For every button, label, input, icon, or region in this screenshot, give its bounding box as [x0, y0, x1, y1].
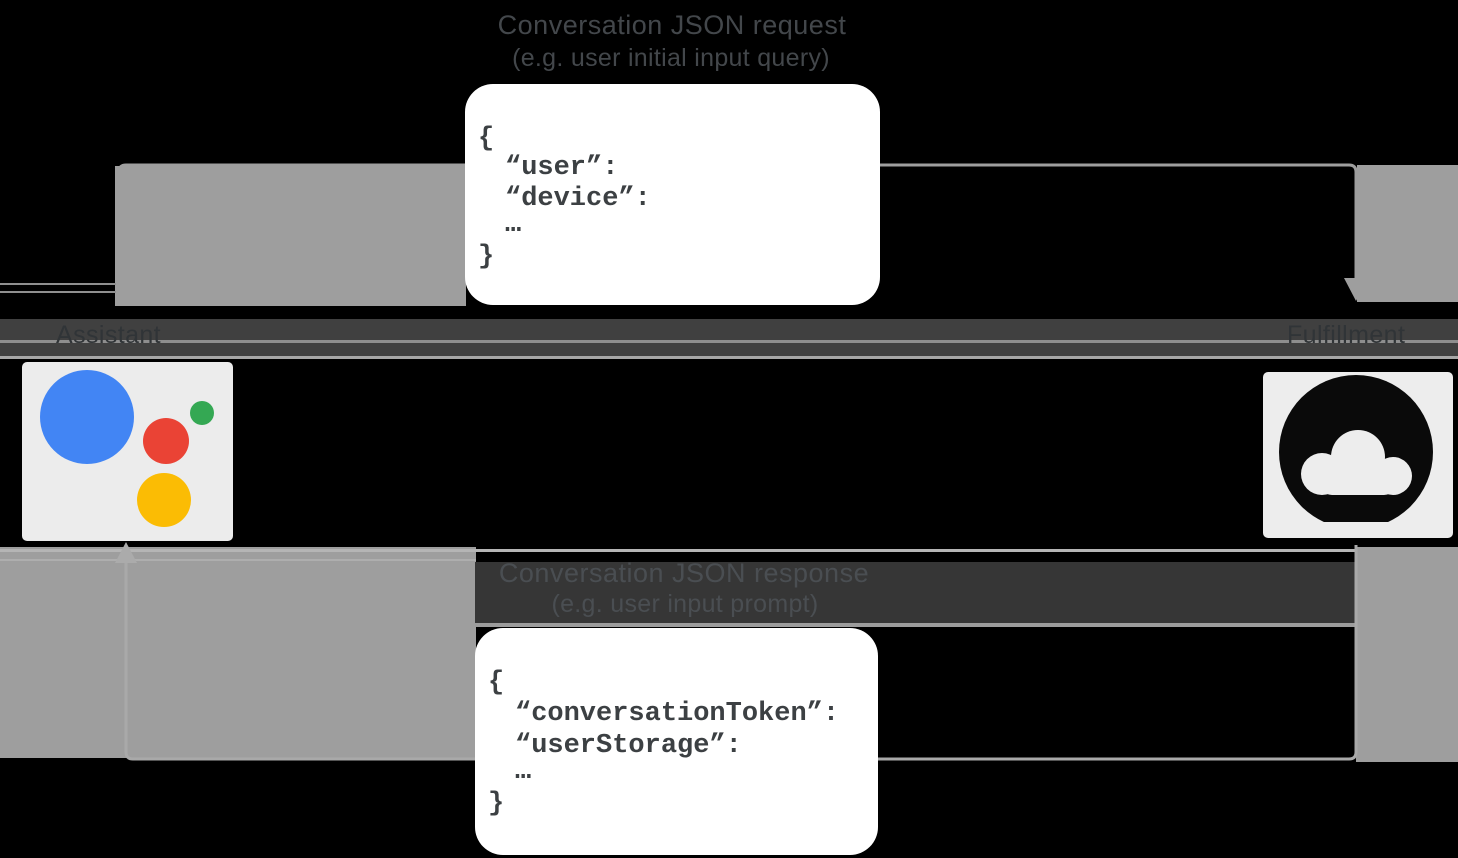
cloud-glyph — [1301, 430, 1412, 495]
arrow-down-icon — [1344, 278, 1368, 301]
background-block-top-left — [115, 166, 466, 306]
rule-line — [475, 623, 1356, 627]
rule-line — [0, 291, 116, 293]
request-json-line: “device”: — [505, 184, 651, 214]
request-title: Conversation JSON request — [497, 10, 847, 40]
request-json-line: } — [478, 242, 495, 272]
assistant-card — [22, 362, 233, 541]
rule-line — [0, 283, 116, 285]
rule-line — [0, 559, 476, 561]
response-label-band — [475, 562, 1356, 623]
google-cloud-icon — [1279, 375, 1433, 522]
response-subtitle: (e.g. user input prompt) — [551, 590, 819, 618]
actor-label-band — [0, 319, 1458, 358]
response-json-line: “conversationToken”: — [515, 699, 840, 729]
arrow-up-icon — [115, 542, 137, 563]
response-title: Conversation JSON response — [498, 558, 870, 588]
fulfillment-card — [1263, 372, 1453, 538]
background-block-bottom-right — [1356, 547, 1458, 762]
rule-line — [0, 356, 1458, 359]
response-json-line: } — [488, 789, 505, 819]
request-json-line: { — [478, 124, 495, 154]
google-assistant-logo-icon — [40, 370, 214, 527]
assistant-label: Assistant — [56, 321, 162, 349]
response-json-line: … — [515, 757, 532, 787]
request-json-line: “user”: — [505, 153, 619, 183]
fulfillment-label: Fulfillment — [1287, 321, 1406, 349]
request-json-line: … — [505, 210, 522, 240]
request-subtitle: (e.g. user initial input query) — [512, 44, 830, 72]
response-json-line: { — [488, 668, 505, 698]
background-block-bottom-left — [0, 547, 476, 758]
response-json-box — [475, 628, 878, 855]
background-block-top-right — [1357, 165, 1458, 302]
rule-line — [0, 549, 1356, 552]
rule-line — [0, 340, 1458, 343]
response-json-line: “userStorage”: — [515, 731, 742, 761]
request-json-box — [465, 84, 880, 305]
